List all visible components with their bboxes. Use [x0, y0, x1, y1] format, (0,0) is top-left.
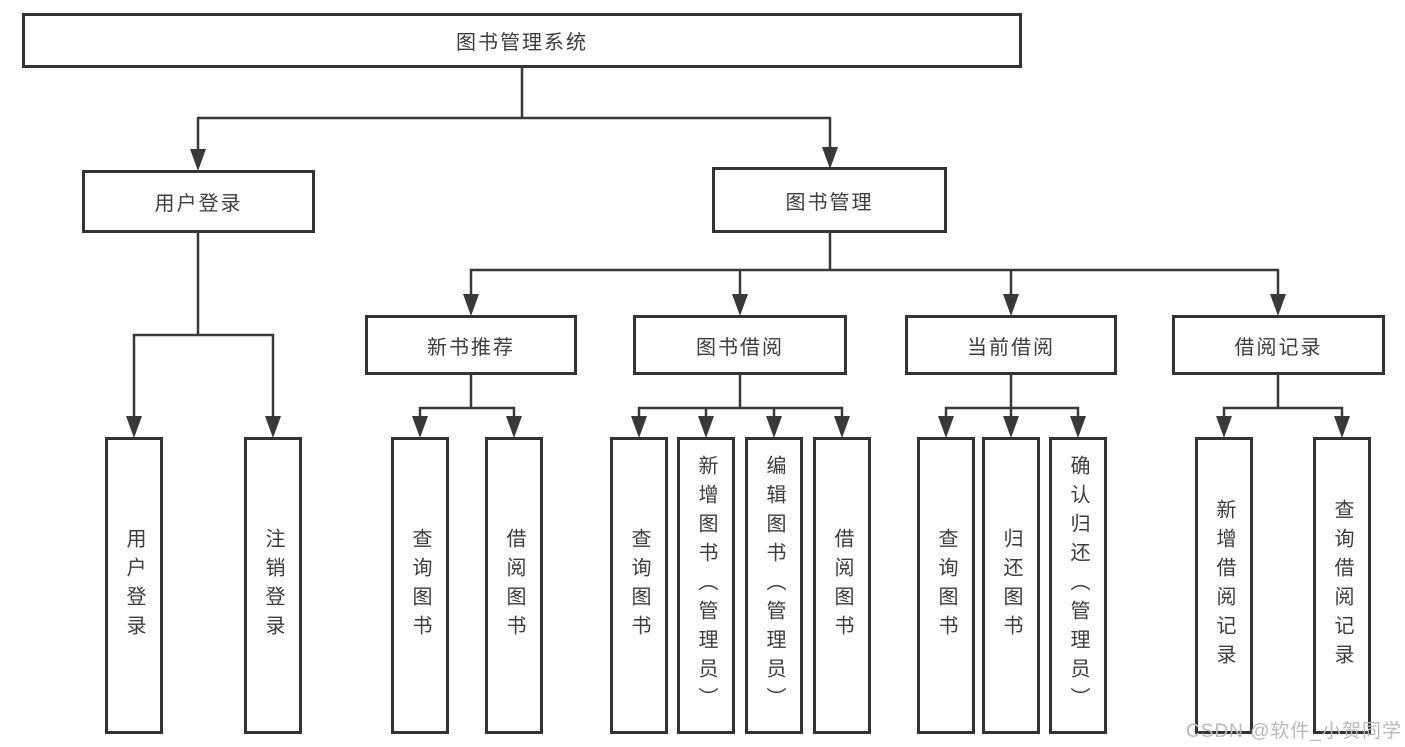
leaf-borrow-books-borrowing: 借阅图书 — [813, 437, 871, 734]
node-current-borrowing: 当前借阅 — [905, 315, 1117, 375]
leaf-add-borrow-record: 新增借阅记录 — [1195, 437, 1253, 734]
node-book-management: 图书管理 — [712, 167, 947, 233]
leaf-logout: 注销登录 — [244, 437, 302, 734]
csdn-watermark: CSDN @软件_小贺同学 — [1186, 721, 1402, 742]
leaf-query-books-current: 查询图书 — [917, 437, 975, 734]
leaf-query-books-recommend-label: 查询图书 — [409, 527, 431, 644]
leaf-query-borrow-record: 查询借阅记录 — [1313, 437, 1371, 734]
leaf-confirm-return-admin-label: 确认归还（管理员） — [1067, 455, 1089, 716]
leaf-user-login-label: 用户登录 — [123, 527, 145, 644]
leaf-borrow-books-borrowing-label: 借阅图书 — [831, 527, 853, 644]
leaf-add-borrow-record-label: 新增借阅记录 — [1213, 498, 1235, 673]
leaf-logout-label: 注销登录 — [262, 527, 284, 644]
leaf-confirm-return-admin: 确认归还（管理员） — [1049, 437, 1107, 734]
leaf-add-books-admin: 新增图书（管理员） — [677, 437, 735, 734]
leaf-edit-books-admin-label: 编辑图书（管理员） — [763, 455, 785, 716]
node-library-management-system: 图书管理系统 — [22, 13, 1022, 68]
node-user-login: 用户登录 — [82, 170, 315, 233]
leaf-return-books: 归还图书 — [982, 437, 1040, 734]
leaf-edit-books-admin: 编辑图书（管理员） — [745, 437, 803, 734]
leaf-query-borrow-record-label: 查询借阅记录 — [1331, 498, 1353, 673]
leaf-query-books-current-label: 查询图书 — [935, 527, 957, 644]
leaf-return-books-label: 归还图书 — [1000, 527, 1022, 644]
node-book-borrowing: 图书借阅 — [633, 315, 847, 375]
leaf-query-books-borrowing-label: 查询图书 — [628, 527, 650, 644]
leaf-borrow-books-recommend: 借阅图书 — [485, 437, 543, 734]
arrowhead-icons — [126, 147, 1350, 438]
leaf-borrow-books-recommend-label: 借阅图书 — [503, 527, 525, 644]
leaf-user-login: 用户登录 — [105, 437, 163, 734]
node-borrowing-records: 借阅记录 — [1172, 315, 1385, 375]
leaf-query-books-borrowing: 查询图书 — [610, 437, 668, 734]
node-new-book-recommend: 新书推荐 — [365, 315, 577, 375]
leaf-query-books-recommend: 查询图书 — [391, 437, 449, 734]
leaf-add-books-admin-label: 新增图书（管理员） — [695, 455, 717, 716]
